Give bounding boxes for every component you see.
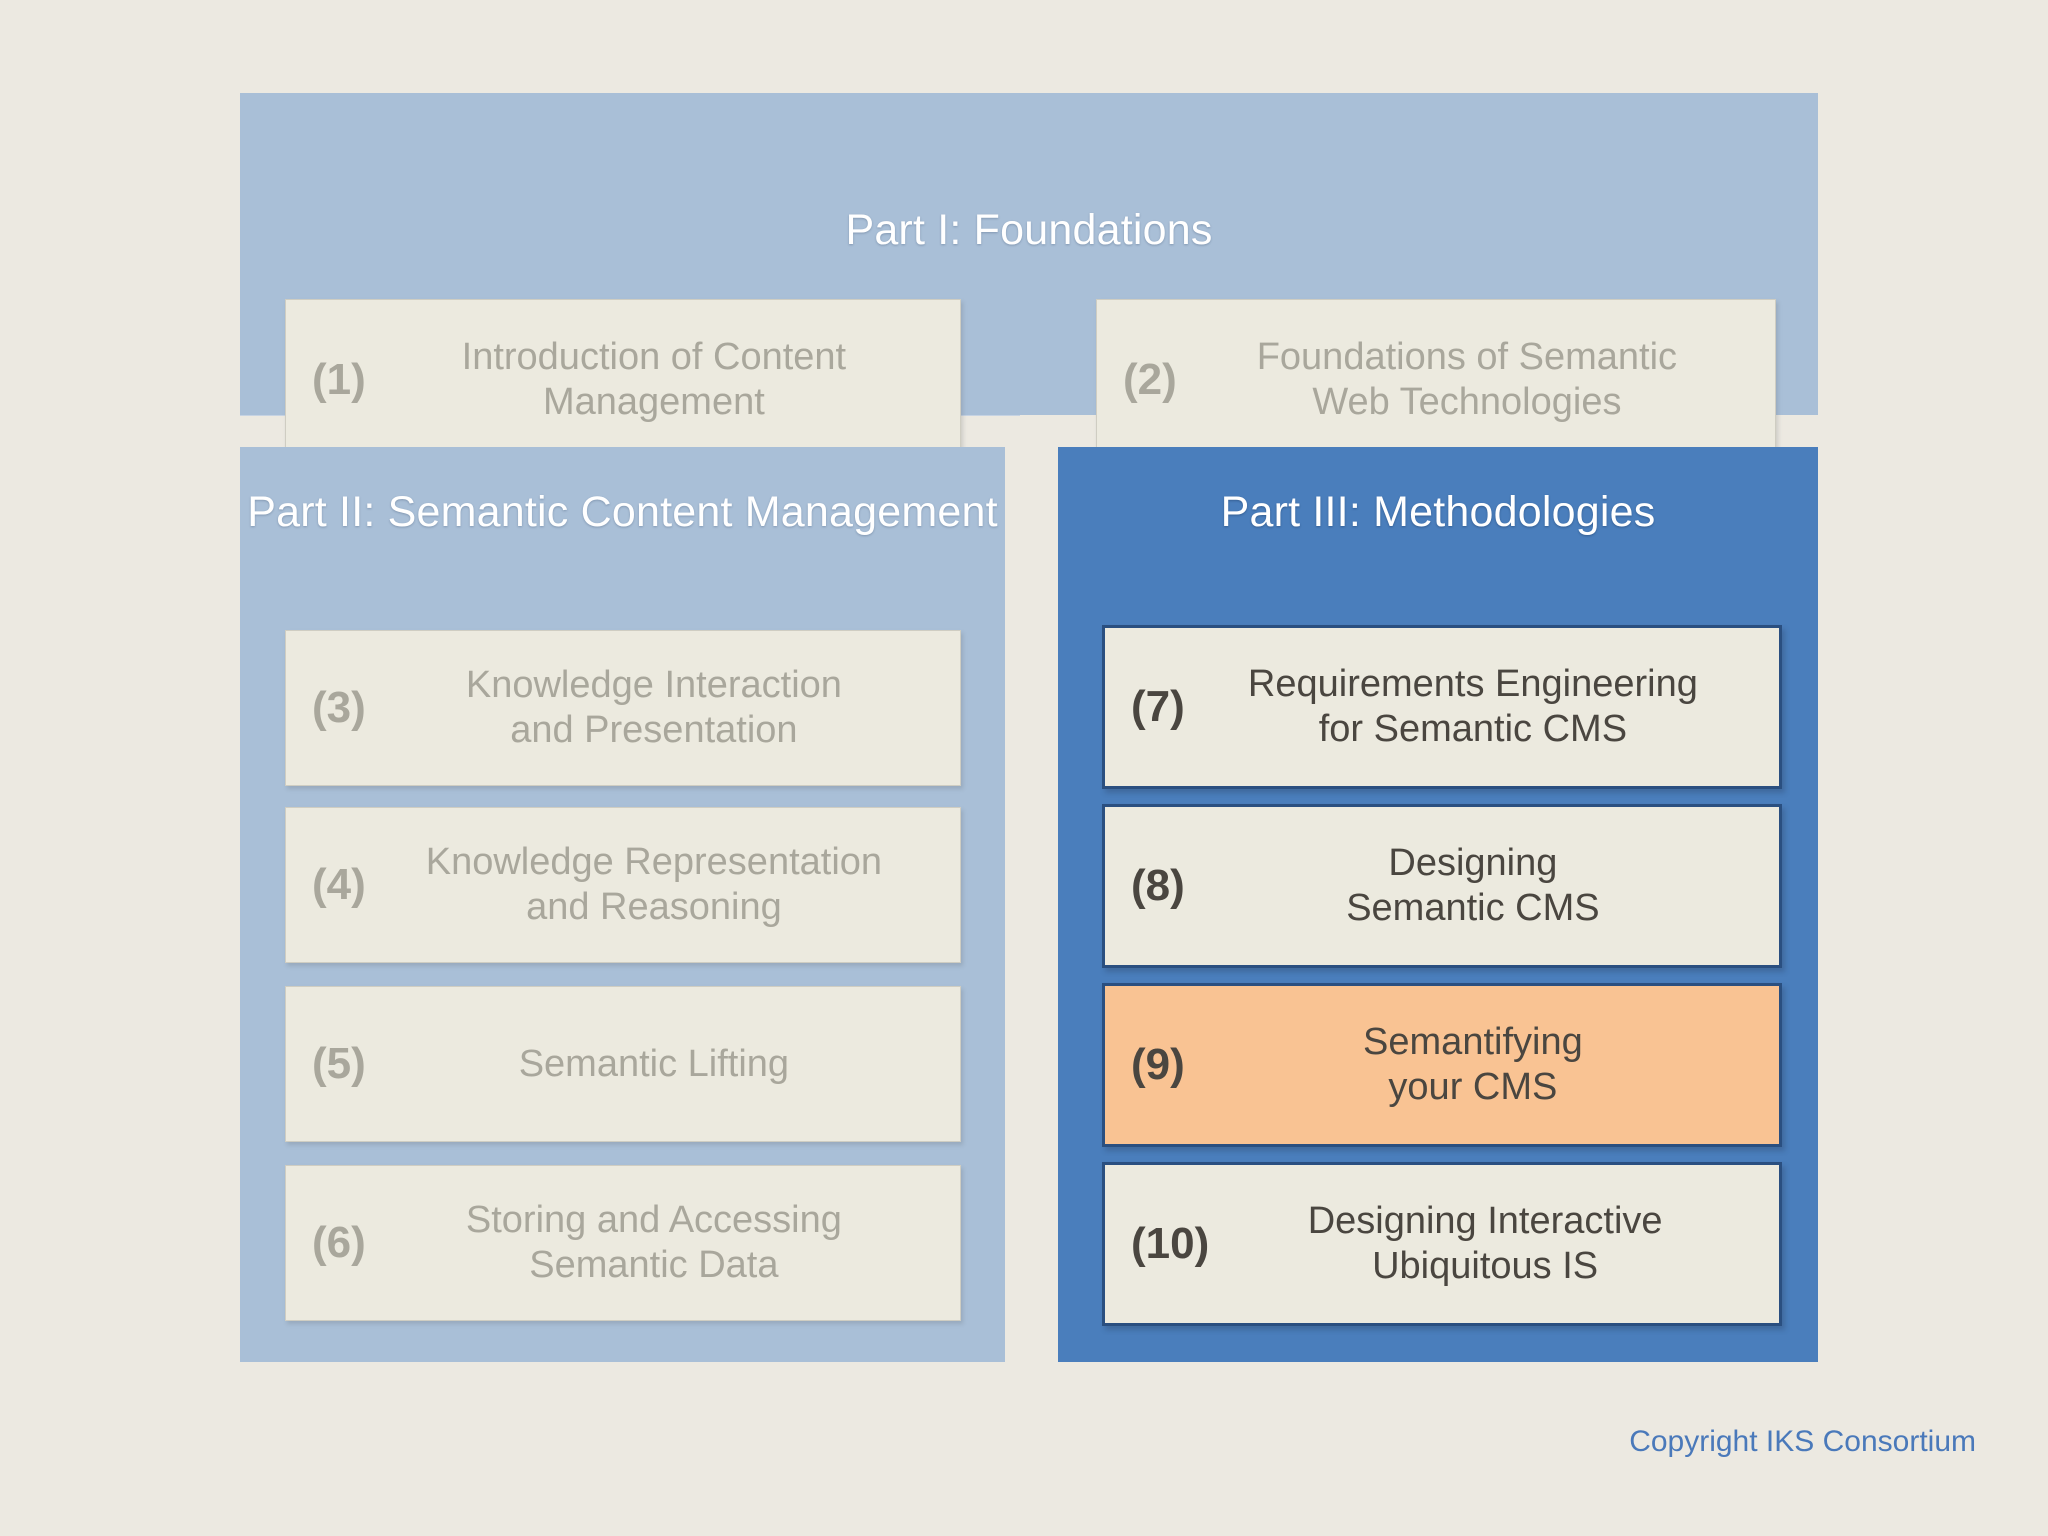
chapter-title: Storing and Accessing Semantic Data: [465, 1199, 842, 1286]
part-3-container[interactable]: Part III: Methodologies (7) Requirements…: [1058, 447, 1818, 1362]
part-3-title: Part III: Methodologies: [1220, 488, 1656, 536]
chapter-box-8[interactable]: (8) Designing Semantic CMS: [1102, 804, 1782, 968]
chapter-number: (7): [1131, 682, 1185, 731]
chapter-title: Foundations of Semantic Web Technologies: [1256, 336, 1678, 423]
chapter-number: (6): [312, 1218, 366, 1267]
chapter-title: Designing Interactive Ubiquitous IS: [1307, 1200, 1663, 1287]
chapter-number: (3): [312, 683, 366, 732]
chapter-box-6[interactable]: (6) Storing and Accessing Semantic Data: [285, 1165, 961, 1321]
chapter-title: Semantic Lifting: [518, 1042, 790, 1085]
chapter-number: (1): [312, 355, 366, 404]
chapter-number: (10): [1131, 1219, 1210, 1268]
chapter-box-4[interactable]: (4) Knowledge Representation and Reasoni…: [285, 807, 961, 963]
chapter-title: Knowledge Representation and Reasoning: [425, 841, 883, 928]
chapter-number: (2): [1123, 355, 1177, 404]
chapter-number: (4): [312, 860, 366, 909]
chapter-box-1[interactable]: (1) Introduction of Content Management: [285, 299, 961, 461]
part-2-container[interactable]: Part II: Semantic Content Management (3)…: [240, 447, 1005, 1362]
chapter-number: (9): [1131, 1040, 1185, 1089]
chapter-title: Knowledge Interaction and Presentation: [465, 664, 842, 751]
chapter-box-3[interactable]: (3) Knowledge Interaction and Presentati…: [285, 630, 961, 786]
chapter-number: (5): [312, 1039, 366, 1088]
chapter-title: Requirements Engineering for Semantic CM…: [1247, 663, 1698, 750]
chapter-title: Introduction of Content Management: [461, 336, 847, 423]
chapter-box-10[interactable]: (10) Designing Interactive Ubiquitous IS: [1102, 1162, 1782, 1326]
copyright-label: Copyright IKS Consortium: [1629, 1425, 1976, 1458]
chapter-box-9[interactable]: (9) Semantifying your CMS: [1102, 983, 1782, 1147]
chapter-box-7[interactable]: (7) Requirements Engineering for Semanti…: [1102, 625, 1782, 789]
chapter-title: Semantifying your CMS: [1363, 1021, 1583, 1108]
chapter-title: Designing Semantic CMS: [1346, 842, 1600, 929]
part-1-container[interactable]: Part I: Foundations (1) Introduction of …: [240, 93, 1818, 461]
chapter-box-5[interactable]: (5) Semantic Lifting: [285, 986, 961, 1142]
part-1-title: Part I: Foundations: [845, 206, 1213, 254]
part-2-title: Part II: Semantic Content Management: [247, 488, 998, 536]
chapter-box-2[interactable]: (2) Foundations of Semantic Web Technolo…: [1096, 299, 1776, 461]
chapter-number: (8): [1131, 861, 1185, 910]
